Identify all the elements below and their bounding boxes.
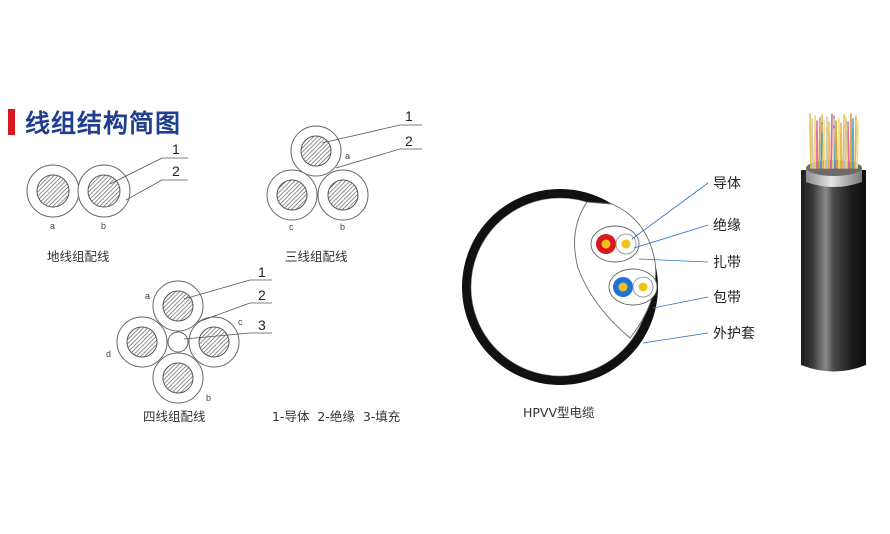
wire-strand bbox=[854, 125, 857, 169]
wire-b-conductor bbox=[327, 179, 359, 211]
wire-a-conductor bbox=[300, 135, 332, 167]
wire-strand bbox=[832, 128, 835, 169]
sub-label-c: c bbox=[238, 317, 243, 327]
conductor bbox=[621, 239, 631, 249]
leader-line bbox=[321, 124, 401, 144]
cable-top-face bbox=[806, 160, 862, 176]
wire-strand bbox=[821, 124, 824, 169]
quad-caption: 四线组配线 bbox=[143, 409, 206, 424]
sub-label-a: a bbox=[50, 221, 55, 231]
sub-label-a: a bbox=[145, 291, 150, 301]
leader-line bbox=[125, 179, 163, 201]
conductor bbox=[638, 282, 648, 292]
sub-label-b: b bbox=[340, 222, 345, 232]
quad-diagram: 1 2 3 a c d b 四线组配线 1-导体 2-绝缘 3-填充 bbox=[106, 264, 400, 424]
label-insulation: 绝缘 bbox=[713, 218, 741, 234]
leader-line bbox=[109, 157, 163, 185]
label-binder: 扎带 bbox=[713, 255, 741, 271]
section-title: 线组结构简图 bbox=[8, 104, 181, 140]
wire-strand bbox=[835, 130, 838, 169]
wire-strand bbox=[811, 128, 814, 169]
wire-strand bbox=[820, 132, 823, 169]
leader-line bbox=[197, 302, 251, 323]
ground-wire-a-conductor bbox=[36, 174, 70, 208]
legend: 1-导体 2-绝缘 3-填充 bbox=[272, 409, 400, 424]
wire-strands bbox=[809, 113, 859, 169]
sub-label-b: b bbox=[206, 393, 211, 403]
leader-line bbox=[642, 332, 709, 344]
hpvv-cross-section: 导体 绝缘 扎带 包带 外护套 HPVV型电缆 bbox=[462, 176, 755, 420]
wire-b-conductor bbox=[162, 362, 194, 394]
label-1: 1 bbox=[172, 141, 180, 157]
wire-c-conductor bbox=[276, 179, 308, 211]
wire-strand bbox=[856, 130, 859, 169]
label-2: 2 bbox=[405, 133, 413, 149]
sub-label-b: b bbox=[101, 221, 106, 231]
triple-caption: 三线组配线 bbox=[285, 249, 348, 264]
ground-pair-diagram: 1 2 a b 地线组配线 bbox=[26, 141, 188, 264]
label-2: 2 bbox=[172, 163, 180, 179]
label-3: 3 bbox=[258, 317, 266, 333]
wire-strand bbox=[844, 129, 847, 169]
wire-strand bbox=[842, 124, 845, 169]
leader-line bbox=[183, 279, 251, 300]
wire-strand bbox=[809, 123, 812, 169]
sub-label-d: d bbox=[106, 349, 111, 359]
label-outer-jacket: 外护套 bbox=[713, 326, 755, 342]
hpvv-caption: HPVV型电缆 bbox=[523, 405, 595, 420]
leader-line bbox=[335, 148, 401, 169]
label-1: 1 bbox=[258, 264, 266, 280]
sub-label-c: c bbox=[289, 222, 294, 232]
wire-d-conductor bbox=[126, 326, 158, 358]
filler bbox=[167, 331, 189, 353]
label-2: 2 bbox=[258, 287, 266, 303]
label-conductor: 导体 bbox=[713, 176, 741, 192]
leader-line bbox=[652, 296, 709, 309]
ground-wire-b-conductor bbox=[87, 174, 121, 208]
conductor bbox=[618, 282, 628, 292]
label-1: 1 bbox=[405, 108, 413, 124]
cable-product-image bbox=[801, 113, 866, 372]
label-wrapping-tape: 包带 bbox=[713, 290, 741, 306]
wire-strand bbox=[818, 127, 821, 169]
leader-line bbox=[183, 332, 251, 340]
leader-line bbox=[638, 258, 709, 263]
page-title: 线组结构简图 bbox=[25, 109, 182, 138]
sub-label-a: a bbox=[345, 151, 350, 161]
ground-pair-caption: 地线组配线 bbox=[47, 249, 110, 264]
conductor bbox=[601, 239, 611, 249]
wire-strand bbox=[830, 123, 833, 169]
title-accent-bar bbox=[8, 109, 15, 135]
leader-line bbox=[631, 182, 709, 240]
triple-diagram: 1 2 a c b 三线组配线 bbox=[266, 108, 422, 264]
cable-jacket-body bbox=[801, 170, 866, 372]
wire-a-conductor bbox=[162, 290, 194, 322]
wire-strand bbox=[847, 131, 850, 169]
wire-strand bbox=[823, 129, 826, 169]
wire-c-conductor bbox=[198, 326, 230, 358]
leader-line bbox=[633, 224, 709, 249]
